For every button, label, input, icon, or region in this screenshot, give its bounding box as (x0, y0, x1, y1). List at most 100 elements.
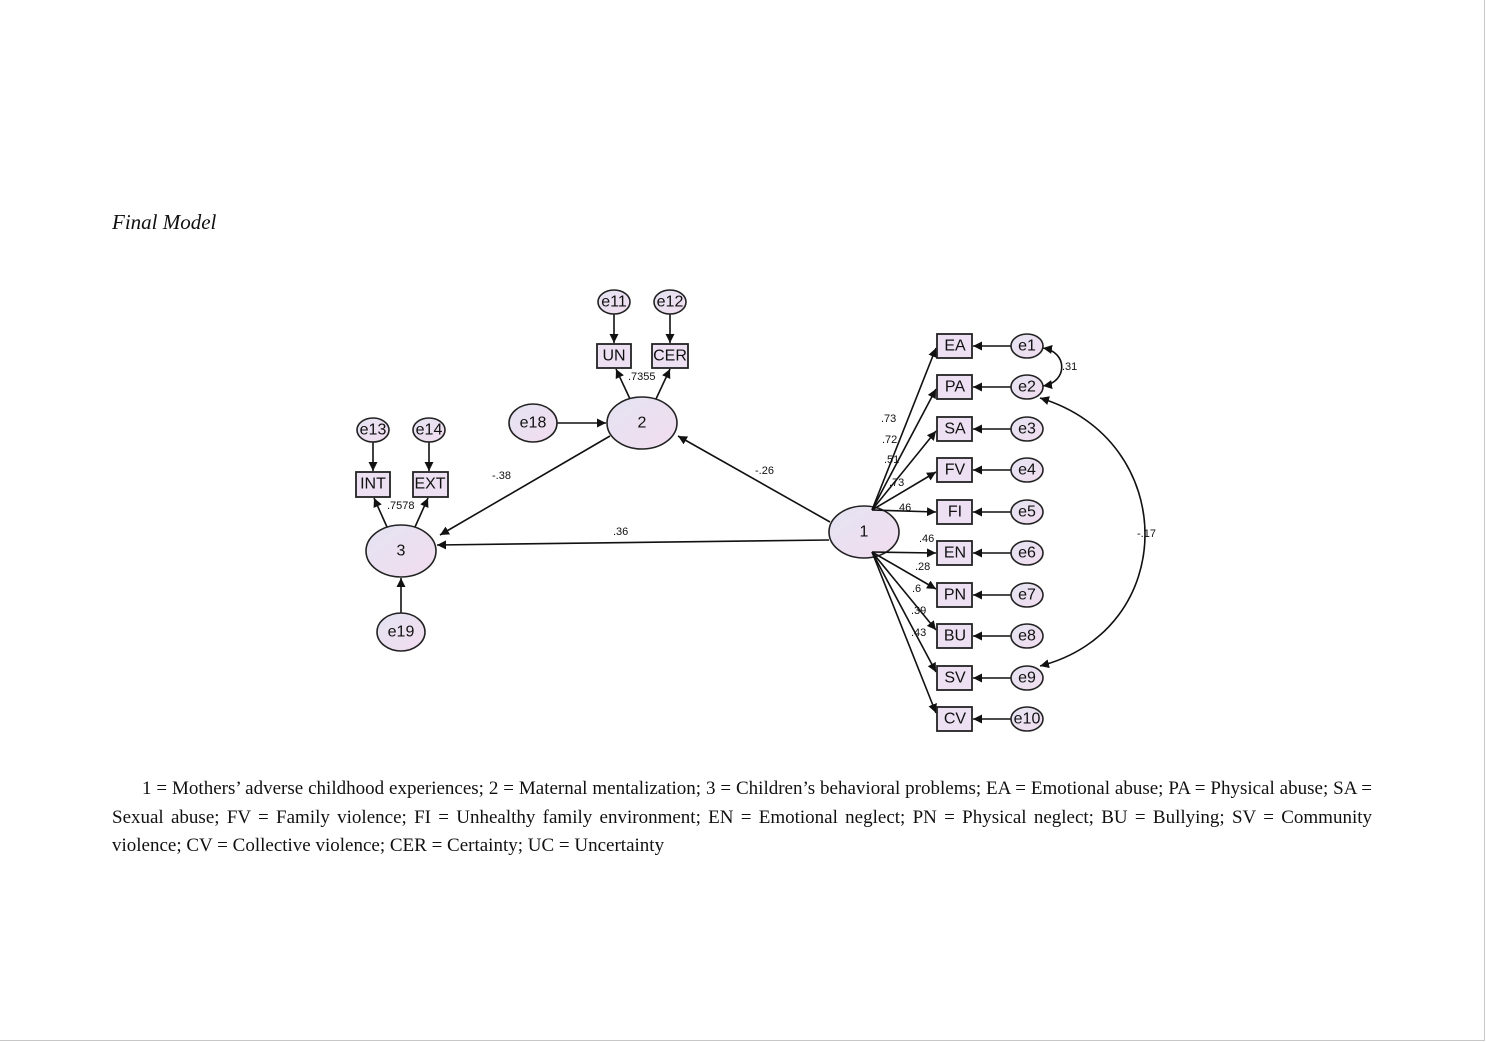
cov-e2-e9-label: -.17 (1137, 528, 1156, 540)
indicator-box (936, 623, 973, 649)
cov-e1-e2 (1042, 344, 1063, 390)
path-1-to-3 (436, 539, 830, 550)
error-label: e7 (1018, 587, 1036, 604)
indicator-label: BU (944, 628, 966, 645)
coef-1-3: .36 (613, 526, 628, 538)
indicator-label: SV (944, 670, 966, 687)
indicator-en: EN e6 .46 (871, 533, 1044, 566)
error-e1 (1010, 333, 1044, 359)
svg-text:e18: e18 (520, 415, 547, 432)
coef-2-3: -.38 (492, 470, 511, 482)
error-e5 (1010, 499, 1044, 525)
loading-label: .51 (884, 454, 899, 466)
error-e13: e13 (356, 417, 390, 443)
error-e4 (1010, 457, 1044, 483)
indicator-fv: FV e4 .73 (871, 457, 1044, 511)
figure-caption: 1 = Mothers’ adverse childhood experienc… (112, 778, 1372, 856)
latent-1: 1 (828, 505, 900, 559)
latent-label: 2 (638, 415, 647, 432)
error-e18: e18 (508, 403, 558, 443)
error-label: e4 (1018, 462, 1036, 479)
indicator-label: FI (948, 504, 962, 521)
indicator-box (936, 665, 973, 691)
svg-text:CER: CER (653, 348, 687, 365)
coef-1-2: -.26 (755, 465, 774, 477)
indicator-int: INT (355, 471, 391, 498)
indicator-pn: PN e7 .28 (871, 551, 1044, 608)
path-3-to-int (373, 497, 388, 528)
indicator-box (936, 582, 973, 608)
latent-label: 3 (397, 543, 406, 560)
svg-text:INT: INT (360, 476, 386, 493)
indicator-box (936, 416, 973, 442)
error-e7 (1010, 582, 1044, 608)
path-1-to-fv (871, 471, 937, 511)
indicator-ea: EA e1 .73 (871, 333, 1044, 511)
error-label: e10 (1014, 711, 1041, 728)
edges (368, 314, 1146, 669)
indicator-label: FV (945, 462, 966, 479)
cov-e1-e2-label: .31 (1062, 361, 1077, 373)
indicator-cer: CER (651, 343, 689, 369)
path-1-to-bu (871, 551, 937, 631)
error-label: e9 (1018, 670, 1036, 687)
loading-label: .28 (915, 561, 930, 573)
error-label: e3 (1018, 421, 1036, 438)
path-1-to-fi (871, 507, 937, 517)
loading-label: .43 (911, 627, 926, 639)
error-label: e6 (1018, 545, 1036, 562)
svg-text:e19: e19 (388, 624, 415, 641)
error-e6 (1010, 540, 1044, 566)
error-label: e2 (1018, 379, 1036, 396)
indicator-label: EN (944, 545, 966, 562)
error-label: e8 (1018, 628, 1036, 645)
loading-label: .39 (911, 605, 926, 617)
indicator-un: UN (596, 343, 632, 369)
loading-label: .73 (881, 413, 896, 425)
error-e11: e11 (597, 289, 631, 315)
loading-label: .73 (889, 477, 904, 489)
latent-3: 3 (365, 524, 437, 578)
latent-label: 1 (860, 524, 869, 541)
error-e8 (1010, 623, 1044, 649)
path-3-to-ext (414, 497, 429, 528)
loading-label: .46 (896, 502, 911, 514)
path-1-to-sv (871, 551, 937, 673)
loading-label: .46 (919, 533, 934, 545)
cov-e2-e9 (1039, 396, 1146, 669)
path-1-to-pa (871, 388, 937, 511)
indicator-label: SA (944, 421, 966, 438)
path-1-to-sa (871, 430, 937, 511)
error-e19: e19 (376, 612, 426, 652)
error-label: e5 (1018, 504, 1036, 521)
svg-text:e13: e13 (360, 422, 387, 439)
indicator-box (936, 333, 973, 359)
svg-text:UN: UN (602, 348, 625, 365)
error-e10 (1010, 706, 1044, 732)
path-1-to-en (871, 548, 937, 558)
indicator-box (936, 706, 973, 732)
indicator-box (936, 540, 973, 566)
indicator-fi: FI e5 .46 (871, 499, 1044, 525)
indicator-sa: SA e3 .51 (871, 416, 1044, 511)
error-e3 (1010, 416, 1044, 442)
svg-text:e11: e11 (601, 294, 627, 311)
path-1-to-cv (871, 551, 937, 714)
svg-text:e12: e12 (657, 294, 684, 311)
indicator-label: CV (944, 711, 967, 728)
indicator-label: EA (944, 338, 966, 355)
indicator-label: PA (945, 379, 965, 396)
indicator-label: PN (944, 587, 966, 604)
error-e9 (1010, 665, 1044, 691)
figure-title: Final Model (112, 210, 217, 234)
indicator-box (936, 457, 973, 483)
indicator-box (936, 499, 973, 525)
loadings-3: .7578 (387, 500, 415, 512)
path-2-to-un (615, 368, 631, 400)
error-label: e1 (1018, 338, 1036, 355)
